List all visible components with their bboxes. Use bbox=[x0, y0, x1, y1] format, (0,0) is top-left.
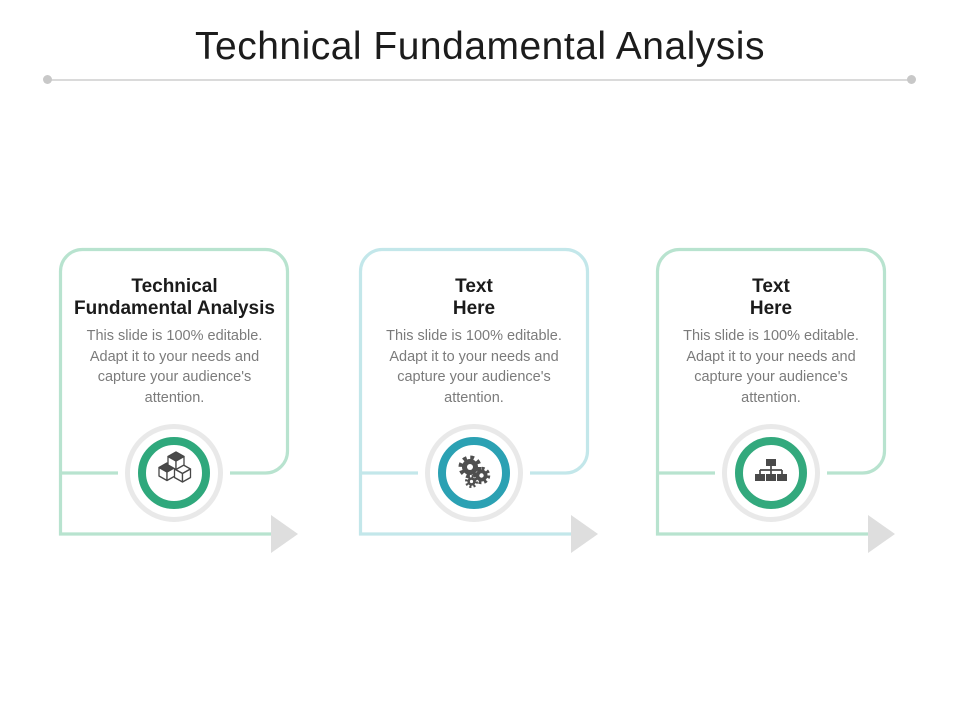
flow-arrow-icon bbox=[271, 515, 298, 553]
card-text-here-1: Text Here This slide is 100% editable. A… bbox=[357, 246, 611, 558]
slide-title: Technical Fundamental Analysis bbox=[195, 25, 765, 68]
flow-arrow-icon bbox=[570, 515, 598, 553]
cubes-icon bbox=[158, 451, 192, 483]
card-heading: Text Here bbox=[452, 276, 496, 319]
card-technical-fundamental-analysis: Technical Fundamental Analysis This slid… bbox=[57, 246, 311, 558]
card-heading: Technical Fundamental Analysis bbox=[74, 276, 275, 319]
card-outline-graphic bbox=[358, 247, 598, 553]
card-heading: Text Here bbox=[749, 276, 793, 319]
card-border bbox=[655, 247, 886, 536]
card-text-here-2: Text Here This slide is 100% editable. A… bbox=[654, 246, 908, 558]
flow-arrow-icon bbox=[867, 515, 895, 553]
card-border bbox=[58, 247, 290, 536]
card-body-text: This slide is 100% editable. Adapt it to… bbox=[86, 328, 263, 406]
org-chart-icon bbox=[754, 459, 787, 481]
card-body-text: This slide is 100% editable. Adapt it to… bbox=[683, 328, 859, 406]
divider-dot-right bbox=[907, 75, 916, 84]
card-body-text: This slide is 100% editable. Adapt it to… bbox=[386, 328, 562, 406]
title-divider-line bbox=[48, 79, 912, 81]
card-border bbox=[358, 247, 589, 536]
card-outline-graphic bbox=[58, 247, 298, 553]
gears-icon bbox=[458, 455, 490, 488]
card-outline-graphic bbox=[655, 247, 895, 553]
divider-dot-left bbox=[43, 75, 52, 84]
